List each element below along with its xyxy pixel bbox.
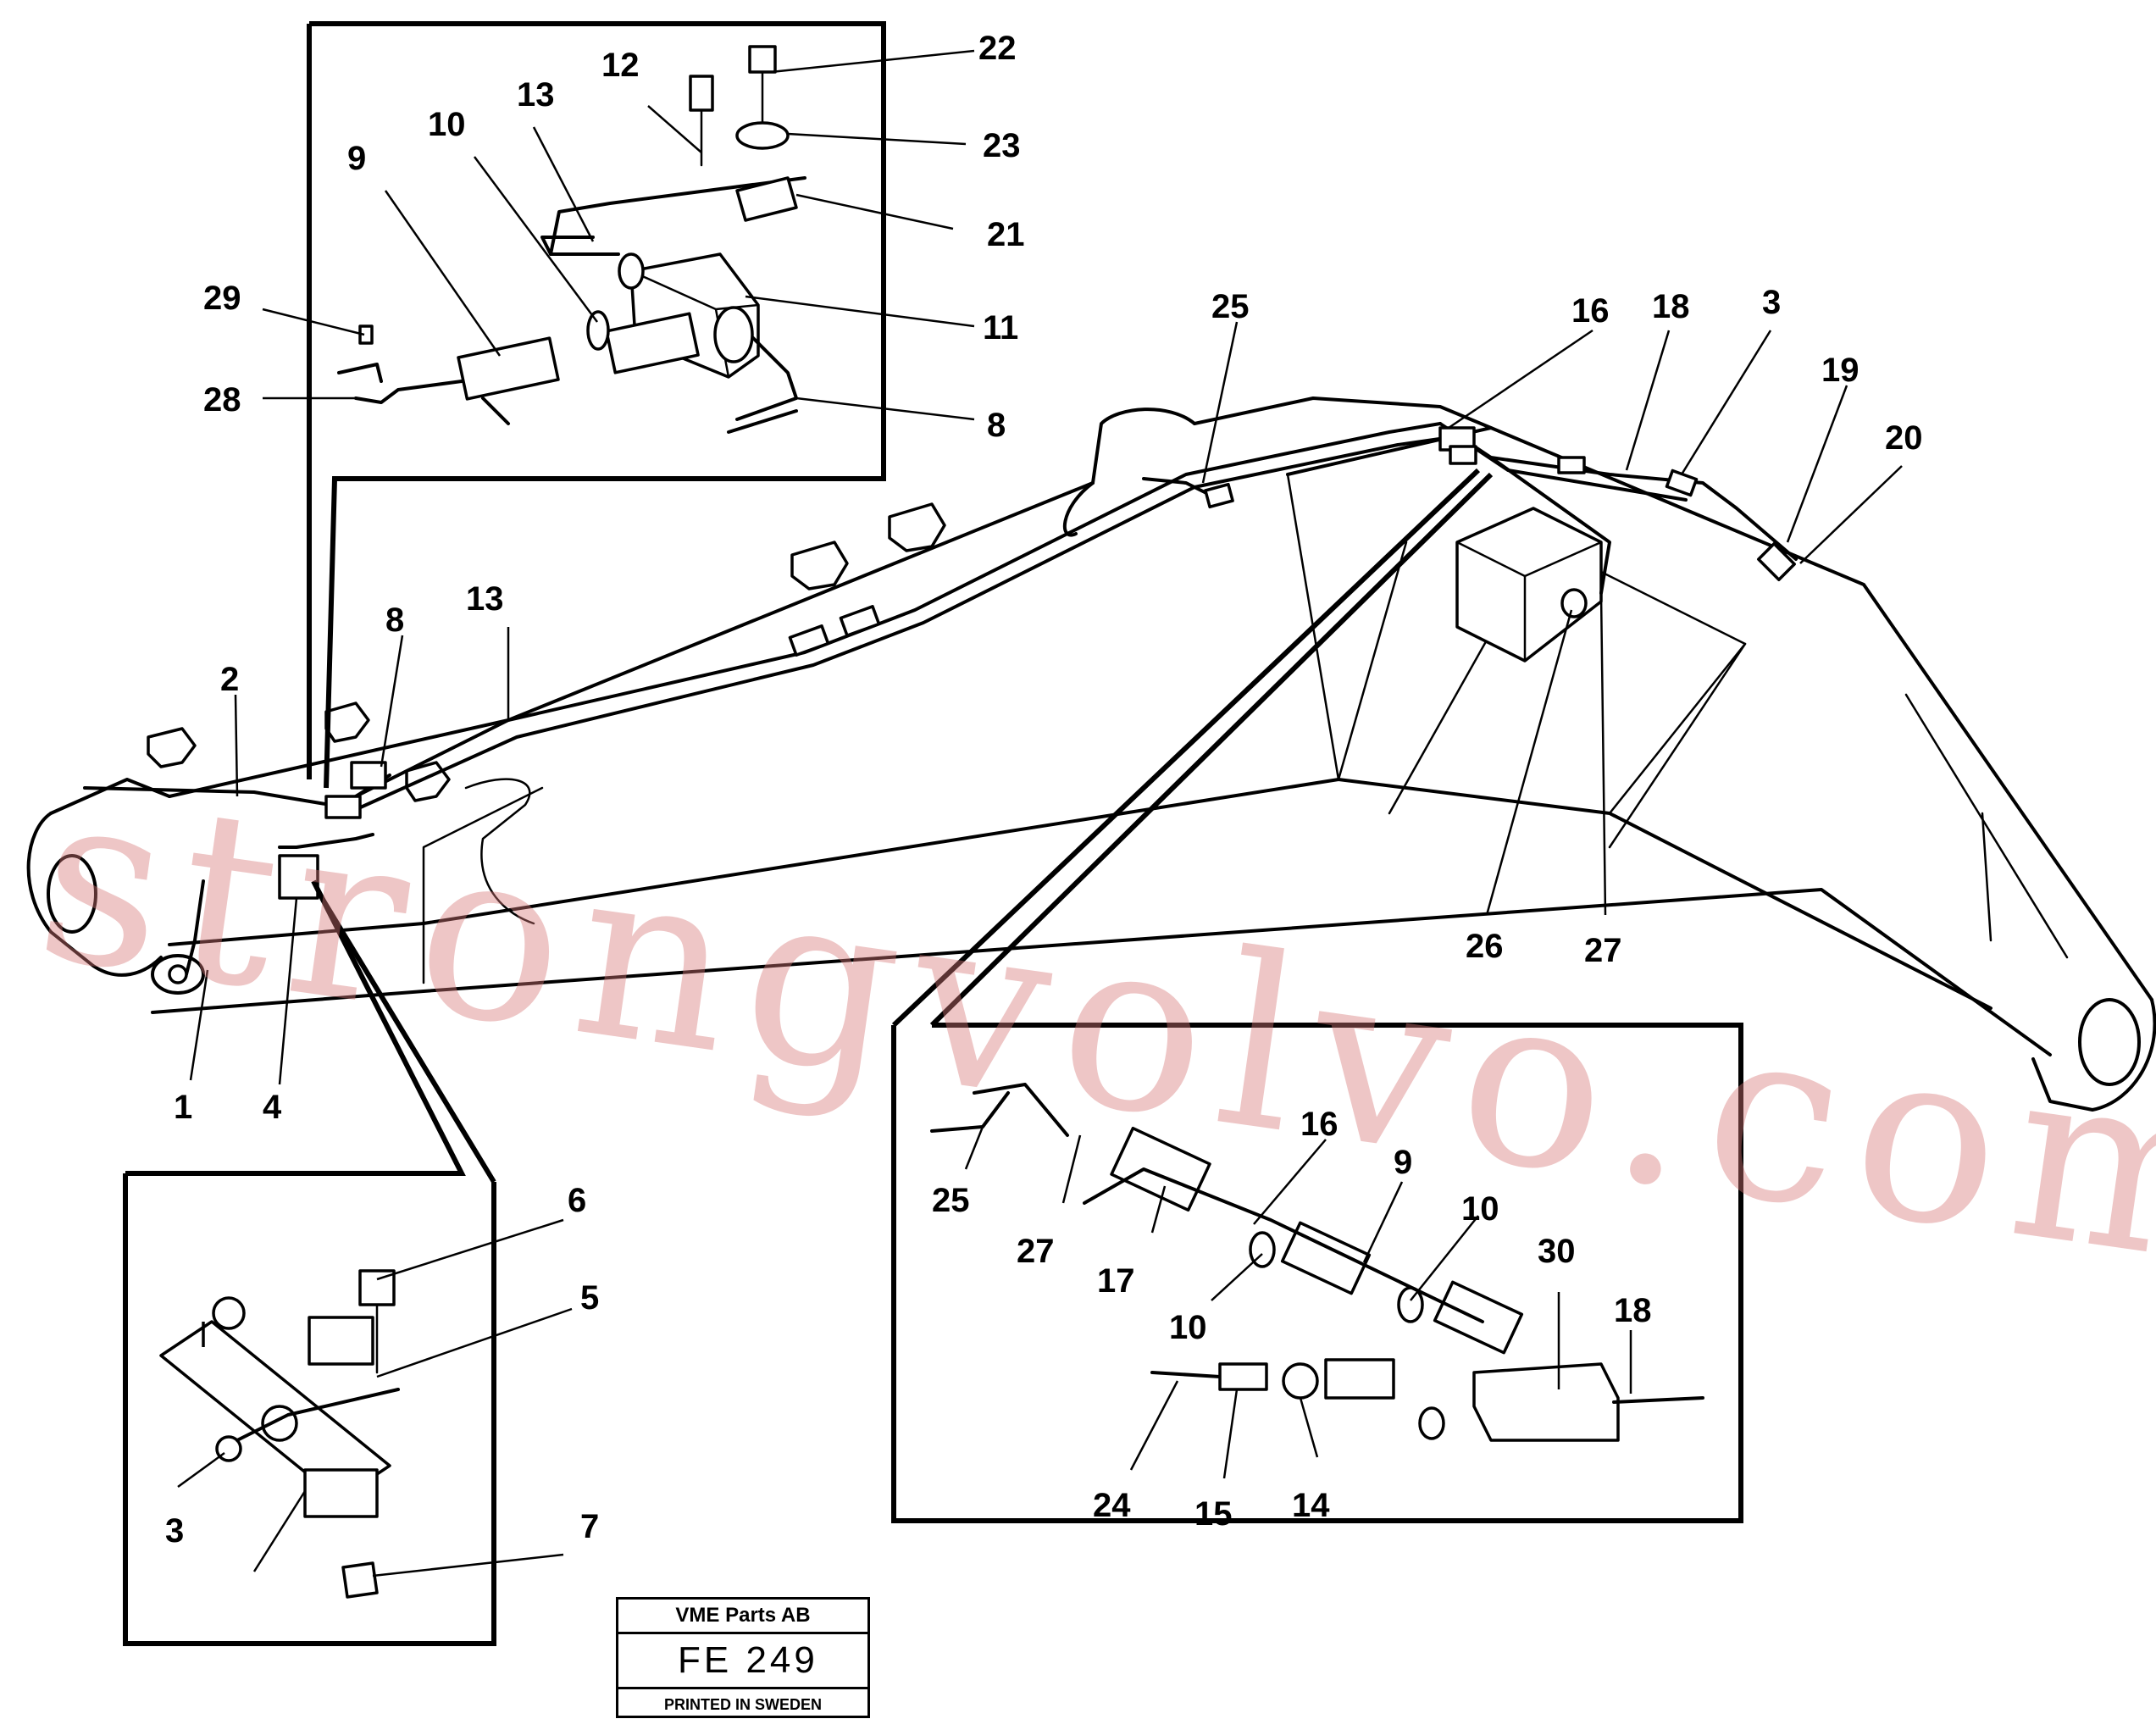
callout-br-15: 15 [1194,1495,1233,1533]
inset-top-parts [337,45,806,434]
callout-br-18: 18 [1614,1292,1652,1329]
lubrication-lines [83,422,1798,984]
callout-main-27: 27 [1584,932,1622,969]
pipe-clamps [147,502,946,802]
watermark-text: strongvolvo.com [25,737,2156,1322]
callout-br-30: 30 [1538,1233,1576,1270]
inset-frames [123,21,1743,1646]
callout-main-26: 26 [1466,928,1504,965]
callout-top-12: 12 [601,47,640,84]
inset-bottom-right-parts [930,1083,1704,1442]
callout-top-21: 21 [987,216,1025,253]
callout-main-25: 25 [1211,288,1250,325]
callout-main-16: 16 [1571,292,1610,330]
callout-top-9: 9 [347,140,366,177]
callout-br-24: 24 [1093,1487,1131,1524]
callout-top-13: 13 [517,76,555,114]
callout-main-2: 2 [220,661,239,698]
callout-main-19: 19 [1821,352,1859,389]
callout-top-28: 28 [203,381,241,419]
callout-main-1: 1 [174,1089,192,1126]
callout-top-8: 8 [987,407,1006,444]
callout-br-27: 27 [1017,1233,1055,1270]
title-block: VME Parts AB FE 249 PRINTED IN SWEDEN [616,1597,870,1718]
callout-bl-3: 3 [165,1512,184,1550]
leader-lines [177,49,1903,1578]
callout-bl-7: 7 [580,1508,599,1545]
company-name: VME Parts AB [618,1600,867,1634]
callout-bl-6: 6 [568,1182,586,1219]
callout-top-11: 11 [983,309,1018,347]
callout-top-23: 23 [983,127,1021,164]
callout-main-8: 8 [385,602,404,639]
drawing-code: FE 249 [618,1634,867,1689]
callout-top-29: 29 [203,280,241,317]
callout-br-10a: 10 [1461,1190,1499,1228]
callout-main-3: 3 [1762,284,1781,321]
callout-br-9: 9 [1394,1144,1412,1181]
callout-main-18: 18 [1652,288,1690,325]
printed-note: PRINTED IN SWEDEN [663,1696,822,1713]
callout-br-10b: 10 [1169,1309,1207,1346]
callout-main-13: 13 [466,580,504,618]
boom-assembly [26,396,2156,1112]
callout-br-16: 16 [1300,1106,1338,1143]
callout-main-4: 4 [263,1089,282,1126]
callout-labels: 1 2 4 8 13 25 16 18 3 19 20 26 27 12 22 … [165,30,1923,1550]
inset-bottom-left-parts [159,1269,400,1599]
callout-top-22: 22 [978,30,1017,67]
callout-br-25: 25 [932,1182,970,1219]
callout-bl-5: 5 [580,1279,599,1317]
callout-main-20: 20 [1885,419,1923,457]
callout-top-10: 10 [428,106,466,143]
callout-br-14: 14 [1292,1487,1330,1524]
callout-br-17: 17 [1097,1262,1135,1300]
